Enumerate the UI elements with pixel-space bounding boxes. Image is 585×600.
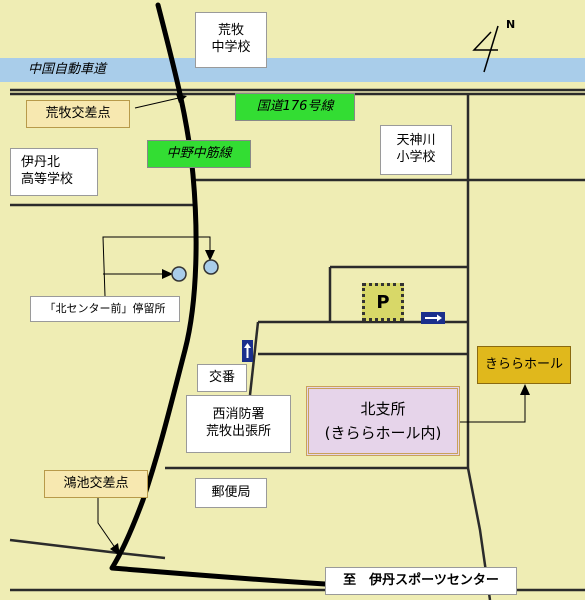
arrowhead-kounoike [110, 543, 120, 556]
post-office: 郵便局 [195, 478, 267, 508]
bus-stop-label: 「北センター前」停留所 [30, 296, 180, 322]
expressway-label: 中国自動車道 [10, 58, 138, 82]
arrow-bus-stop-north [102, 236, 211, 297]
kirara-hall[interactable]: きららホール [477, 346, 571, 384]
one-way-arrow-icon [421, 312, 445, 324]
arrowhead-kirara-hall [520, 384, 530, 395]
arrowhead-bus-stop-north [205, 250, 215, 261]
arrow-aramaki-crossing [134, 96, 184, 109]
road-southwest-spur [9, 538, 166, 560]
route176-label: 国道176号線 [235, 93, 355, 121]
arrow-kirara-hall [460, 390, 526, 423]
aramaki-junior-high: 荒牧中学校 [195, 12, 267, 68]
kounoike-crossing-label: 鴻池交差点 [44, 470, 148, 498]
one-way-arrow-icon [242, 340, 253, 362]
amakamigawa-elementary: 天神川小学校 [380, 125, 452, 175]
nakano-line-label: 中野中筋線 [147, 140, 251, 168]
road-access-drive [248, 321, 260, 396]
parking-icon[interactable]: P [362, 283, 404, 321]
arrowhead-bus-stop-south [162, 269, 173, 279]
fire-station: 西消防署荒牧出張所 [186, 395, 291, 453]
arrowhead-aramaki [176, 94, 187, 103]
bus-stop-icon[interactable] [203, 259, 219, 275]
itami-kita-high-school: 伊丹北高等学校 [10, 148, 98, 196]
arrow-kounoike-crossing [97, 497, 119, 553]
to-sports-center-label: 至 伊丹スポーツセンター [325, 567, 517, 595]
north-arrow-icon [472, 25, 499, 73]
bus-stop-icon[interactable] [171, 266, 187, 282]
kita-branch-office[interactable]: 北支所(きららホール内) [306, 386, 460, 456]
police-box: 交番 [197, 364, 247, 392]
north-label: N [506, 18, 516, 31]
aramaki-crossing-label: 荒牧交差点 [26, 100, 130, 128]
